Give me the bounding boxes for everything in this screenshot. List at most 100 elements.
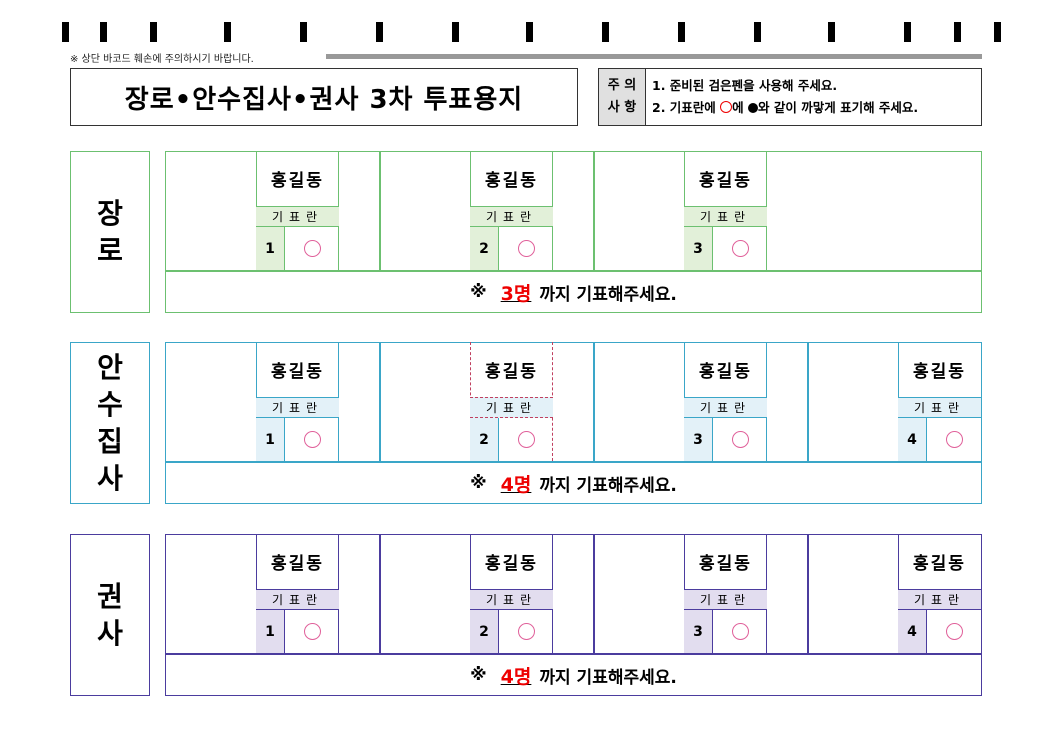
- mark-label: 기표란: [684, 206, 767, 227]
- barcode-mark: [828, 22, 835, 42]
- divider: [593, 534, 595, 653]
- candidate-name: 홍길동: [913, 362, 966, 382]
- notice-item-1: 1. 준비된 검은펜을 사용해 주세요.: [652, 78, 838, 93]
- mark-label: 기표란: [684, 589, 767, 610]
- vote-limit-text: 까지 기표해주세요.: [539, 475, 677, 496]
- barcode-mark: [526, 22, 533, 42]
- notice-items: 1. 준비된 검은펜을 사용해 주세요. 2. 기표란에 에 와 같이 까맣게 …: [646, 69, 981, 125]
- section-label-char: 로: [97, 234, 123, 267]
- filled-circle-icon: [748, 103, 759, 113]
- vote-circle-icon[interactable]: [303, 623, 321, 640]
- note-mark: ※: [470, 665, 487, 685]
- vote-circle-icon[interactable]: [945, 431, 963, 448]
- candidate-number: 2: [470, 610, 499, 653]
- barcode-mark: [678, 22, 685, 42]
- vote-mark-area[interactable]: [499, 227, 553, 270]
- vote-circle-icon[interactable]: [731, 240, 749, 257]
- divider: [807, 534, 809, 653]
- vote-mark-area[interactable]: [713, 610, 767, 653]
- note-mark: ※: [470, 473, 487, 493]
- barcode-mark: [62, 22, 69, 42]
- section-label-char: 수: [97, 388, 123, 421]
- section-label-char: 사: [97, 462, 123, 495]
- empty-circle-icon: [720, 101, 733, 113]
- candidate-name: 홍길동: [271, 171, 324, 191]
- divider: [593, 151, 595, 270]
- candidate-number: 2: [470, 418, 499, 461]
- divider: [165, 653, 982, 655]
- vote-mark-area[interactable]: [713, 418, 767, 461]
- candidate-number: 3: [684, 418, 713, 461]
- candidate-grid: [165, 342, 982, 504]
- vote-mark-area[interactable]: [927, 418, 981, 461]
- mark-label: 기표란: [898, 589, 981, 610]
- vote-mark-area[interactable]: [499, 610, 553, 653]
- vote-mark-area[interactable]: [285, 610, 339, 653]
- vote-circle-icon[interactable]: [303, 240, 321, 257]
- candidate-number: 1: [256, 610, 285, 653]
- mark-label: 기표란: [256, 206, 339, 227]
- section-label-char: 권: [97, 580, 123, 613]
- notice-text: 에: [732, 100, 749, 115]
- barcode-mark: [954, 22, 961, 42]
- candidate-grid: [165, 151, 982, 313]
- barcode-mark: [224, 22, 231, 42]
- divider: [379, 151, 381, 270]
- vote-circle-icon[interactable]: [731, 623, 749, 640]
- barcode-mark: [452, 22, 459, 42]
- candidate-number: 4: [898, 418, 927, 461]
- vote-limit-text: 까지 기표해주세요.: [539, 667, 677, 688]
- candidate-name: 홍길동: [271, 362, 324, 382]
- section-label-char: 집: [97, 425, 123, 458]
- vote-circle-icon[interactable]: [303, 431, 321, 448]
- vote-circle-icon[interactable]: [517, 431, 535, 448]
- vote-circle-icon[interactable]: [517, 240, 535, 257]
- barcode-mark: [994, 22, 1001, 42]
- divider: [379, 534, 381, 653]
- divider: [326, 54, 982, 59]
- candidate-number: 3: [684, 610, 713, 653]
- vote-mark-area[interactable]: [713, 227, 767, 270]
- divider: [593, 342, 595, 461]
- barcode-warning: ※ 상단 바코드 훼손에 주의하시기 바랍니다.: [70, 54, 254, 65]
- barcode-mark: [904, 22, 911, 42]
- section-label-char: 장: [97, 197, 123, 230]
- barcode-mark: [754, 22, 761, 42]
- notice-label-line: 사 항: [607, 100, 637, 115]
- mark-label: 기표란: [898, 397, 981, 418]
- candidate-number: 1: [256, 418, 285, 461]
- vote-mark-area[interactable]: [285, 227, 339, 270]
- candidate-grid: [165, 534, 982, 696]
- vote-circle-icon[interactable]: [945, 623, 963, 640]
- barcode-mark: [300, 22, 307, 42]
- candidate-name: 홍길동: [485, 362, 538, 382]
- notice-text: 2. 기표란에: [652, 100, 721, 115]
- vote-circle-icon[interactable]: [517, 623, 535, 640]
- barcode-mark: [150, 22, 157, 42]
- mark-label: 기표란: [470, 589, 553, 610]
- vote-mark-area[interactable]: [285, 418, 339, 461]
- section-label-char: 사: [97, 617, 123, 650]
- candidate-name: 홍길동: [485, 554, 538, 574]
- mark-label: 기표란: [256, 589, 339, 610]
- vote-mark-area[interactable]: [927, 610, 981, 653]
- candidate-name: 홍길동: [699, 362, 752, 382]
- divider: [165, 270, 982, 272]
- candidate-name: 홍길동: [271, 554, 324, 574]
- barcode-mark: [602, 22, 609, 42]
- vote-circle-icon[interactable]: [731, 431, 749, 448]
- page-title: 장로•안수집사•권사 3차 투표용지: [70, 68, 578, 126]
- divider: [165, 461, 982, 463]
- candidate-number: 1: [256, 227, 285, 270]
- candidate-number: 4: [898, 610, 927, 653]
- mark-label: 기표란: [470, 206, 553, 227]
- candidate-name: 홍길동: [913, 554, 966, 574]
- vote-mark-area[interactable]: [499, 418, 553, 461]
